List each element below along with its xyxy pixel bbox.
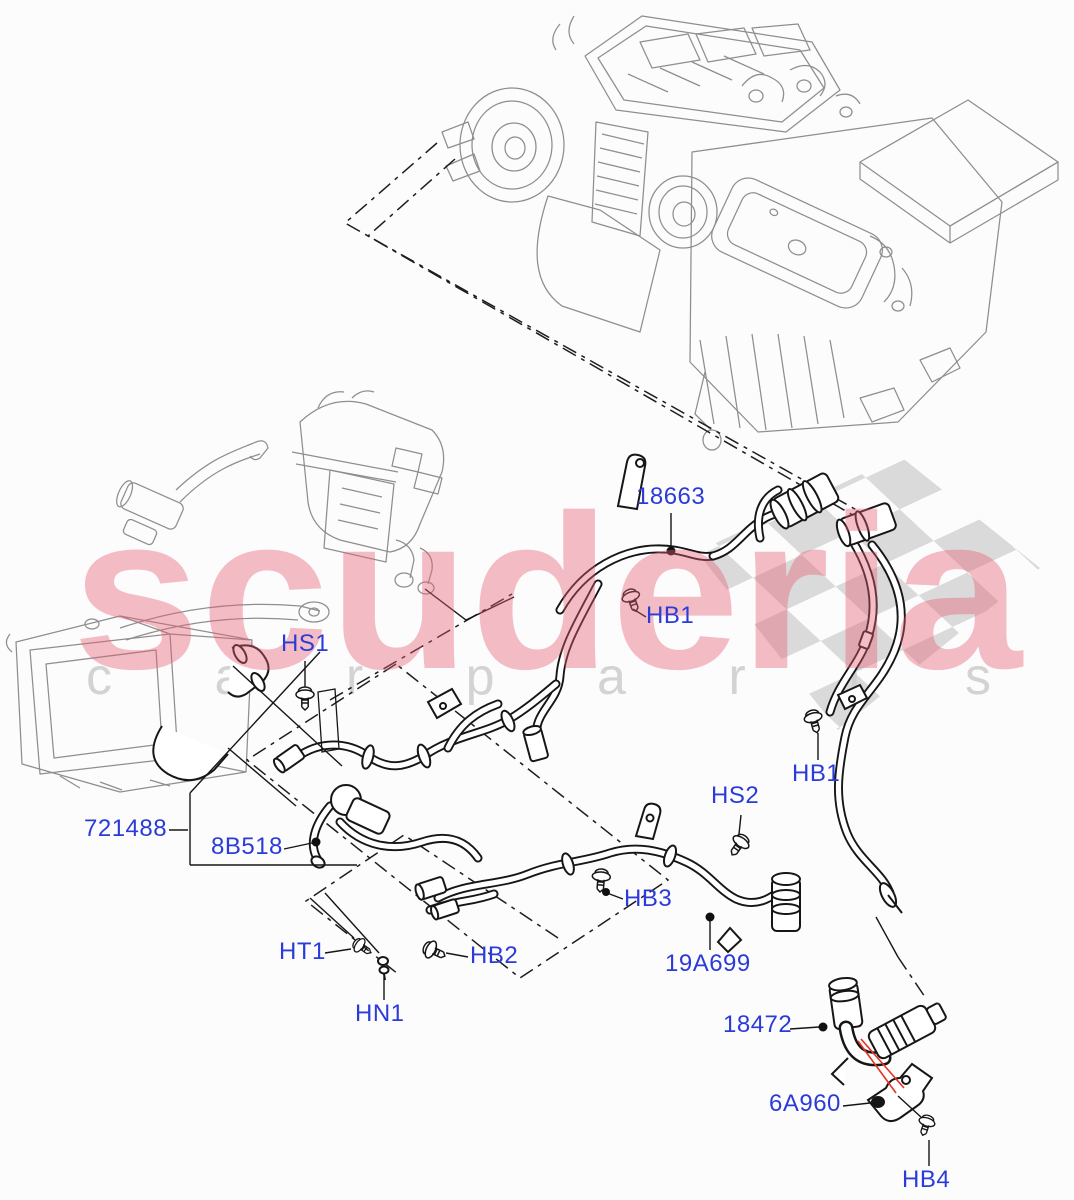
part-label-6a960[interactable]: 6A960 [769,1090,841,1117]
hvac-unit-art [441,15,1059,451]
part-label-721488[interactable]: 721488 [84,815,168,842]
part-label-hs1[interactable]: HS1 [281,630,330,657]
reference-dash-lines [245,142,928,1001]
part-label-hn1[interactable]: HN1 [355,1000,405,1027]
watermark-brand: scuderia [72,469,1024,715]
part-label-hb1-upper[interactable]: HB1 [646,602,695,629]
hose-kit-art [272,453,947,1139]
part-label-18472[interactable]: 18472 [723,1011,793,1038]
part-label-hb3[interactable]: HB3 [624,885,673,912]
part-label-hb1-lower[interactable]: HB1 [792,760,841,787]
hn1-grommet [377,956,390,981]
part-label-8b518[interactable]: 8B518 [211,833,283,860]
coolant-heater-art [5,601,330,793]
leader-lines [169,513,930,1166]
part-label-19a699[interactable]: 19A699 [665,950,751,977]
part-label-hb4[interactable]: HB4 [902,1166,951,1193]
part-label-hs2[interactable]: HS2 [711,782,760,809]
aux-heater-art [116,390,445,595]
part-label-hb2[interactable]: HB2 [470,942,519,969]
part-label-18663[interactable]: 18663 [636,483,706,510]
part-label-ht1[interactable]: HT1 [279,938,326,965]
